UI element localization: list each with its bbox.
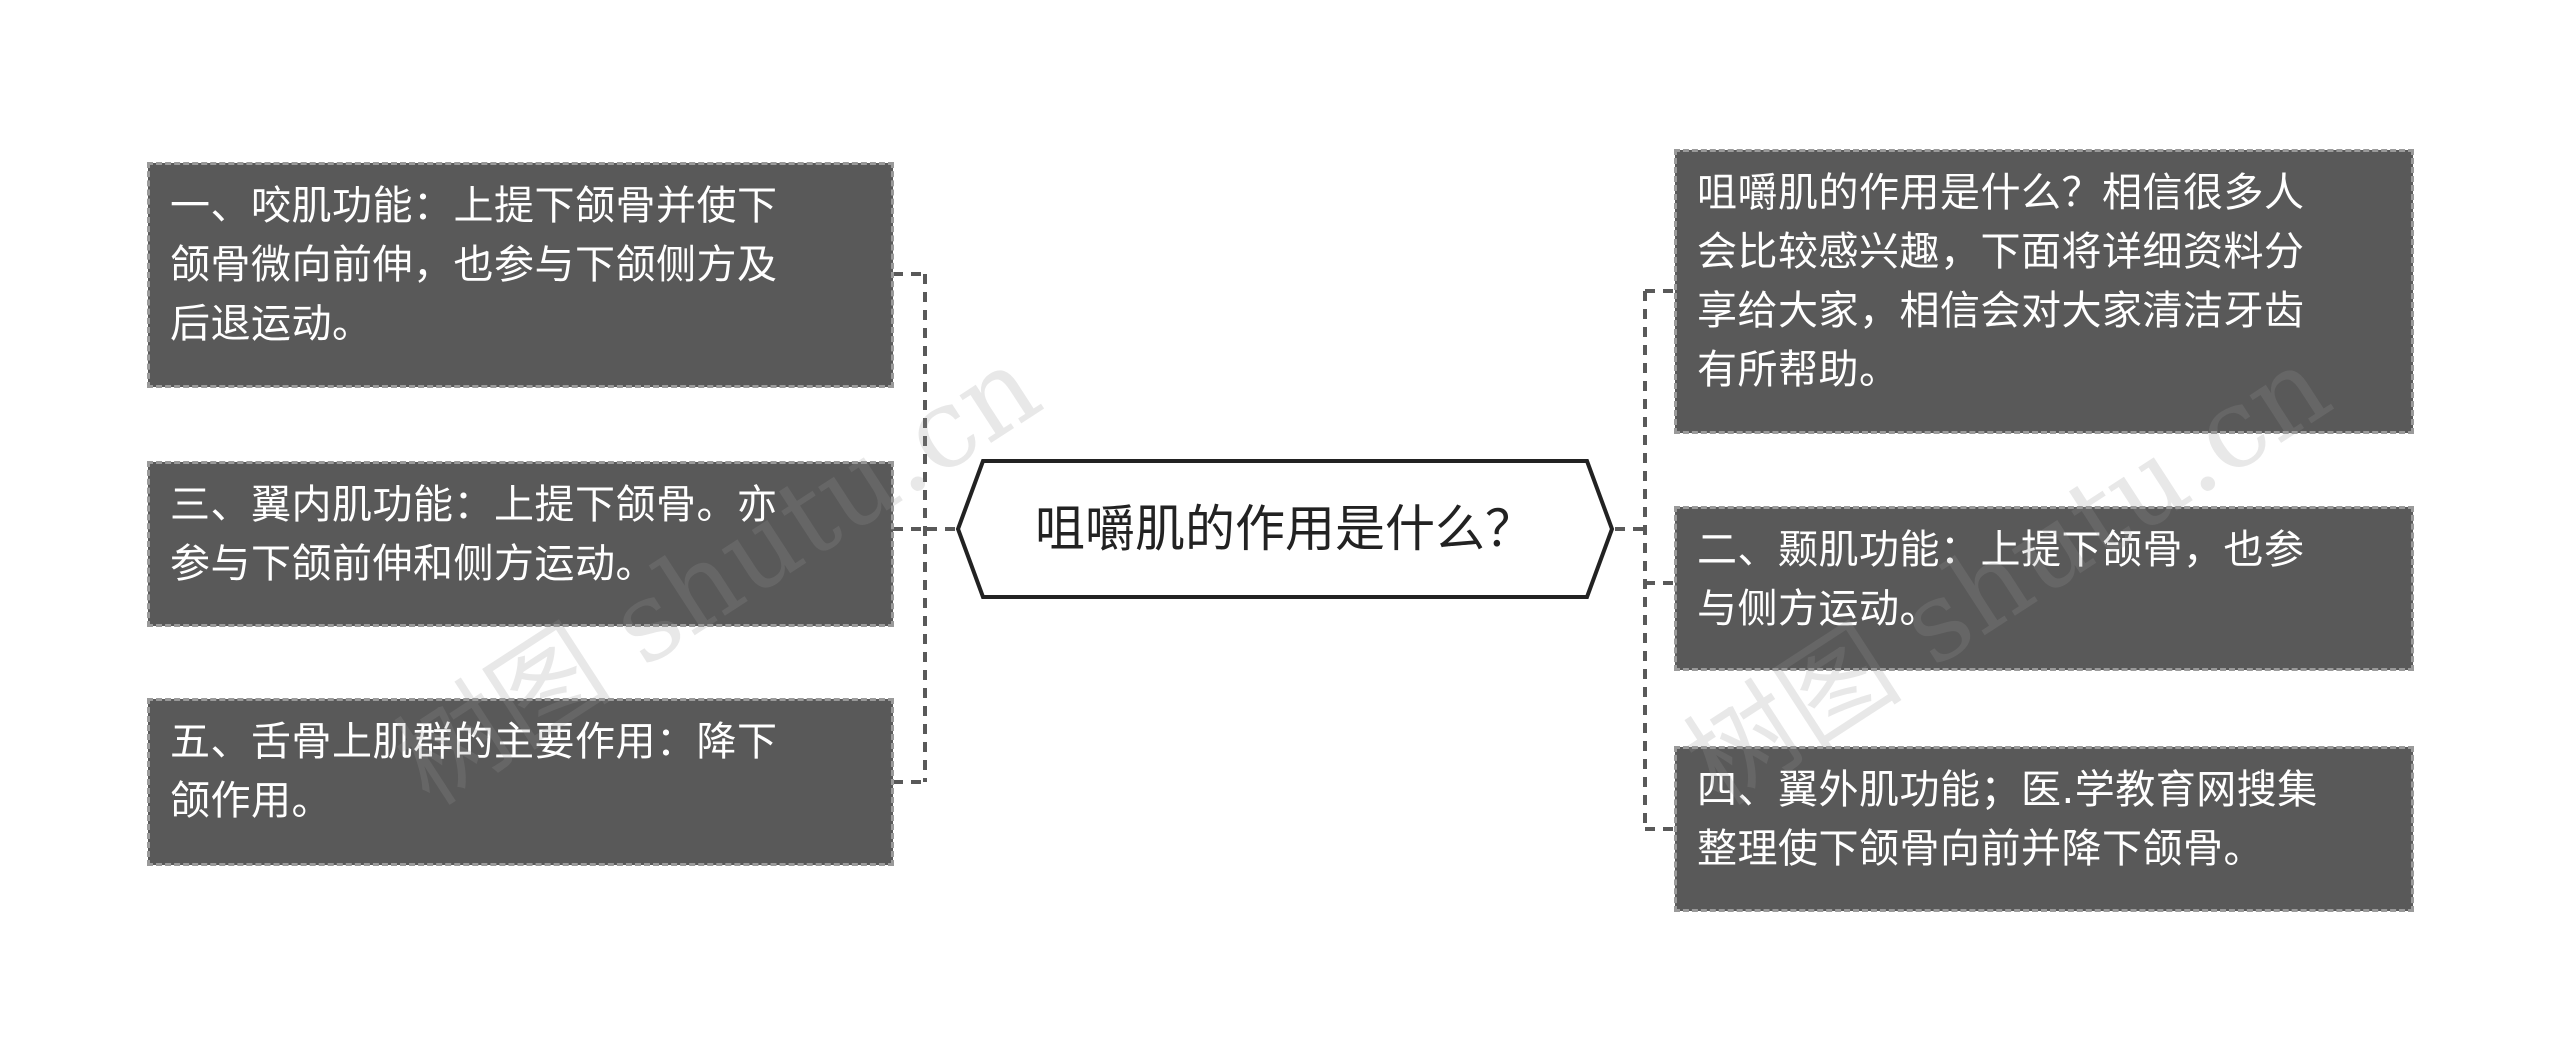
topic-node-text: 二、颞肌功能：上提下颌骨，也参 与侧方运动。 (1697, 527, 2305, 632)
topic-node-temporalis[interactable]: 二、颞肌功能：上提下颌骨，也参 与侧方运动。 (1674, 506, 2414, 671)
topic-node-medial-pterygoid[interactable]: 三、翼内肌功能：上提下颌骨。亦 参与下颌前伸和侧方运动。 (147, 461, 894, 627)
topic-node-text: 一、咬肌功能：上提下颌骨并使下 颌骨微向前伸，也参与下颌侧方及 后退运动。 (170, 183, 778, 347)
topic-node-text: 五、舌骨上肌群的主要作用：降下 颌作用。 (170, 719, 778, 824)
connector-right-trunk (1615, 289, 1675, 831)
central-topic[interactable]: 咀嚼肌的作用是什么？ (955, 458, 1615, 600)
central-topic-shape (955, 459, 1615, 599)
topic-node-intro[interactable]: 咀嚼肌的作用是什么？相信很多人 会比较感兴趣，下面将详细资料分 享给大家，相信会… (1674, 149, 2414, 434)
topic-node-suprahyoid[interactable]: 五、舌骨上肌群的主要作用：降下 颌作用。 (147, 698, 894, 866)
central-topic-label: 咀嚼肌的作用是什么？ (1035, 500, 1535, 558)
topic-node-masseter[interactable]: 一、咬肌功能：上提下颌骨并使下 颌骨微向前伸，也参与下颌侧方及 后退运动。 (147, 162, 894, 388)
topic-node-text: 四、翼外肌功能；医.学教育网搜集 整理使下颌骨向前并降下颌骨。 (1697, 767, 2318, 872)
topic-node-lateral-pterygoid[interactable]: 四、翼外肌功能；医.学教育网搜集 整理使下颌骨向前并降下颌骨。 (1674, 746, 2414, 912)
connector-left-trunk (893, 272, 955, 784)
topic-node-text: 咀嚼肌的作用是什么？相信很多人 会比较感兴趣，下面将详细资料分 享给大家，相信会… (1697, 170, 2305, 393)
topic-node-text: 三、翼内肌功能：上提下颌骨。亦 参与下颌前伸和侧方运动。 (170, 482, 778, 587)
